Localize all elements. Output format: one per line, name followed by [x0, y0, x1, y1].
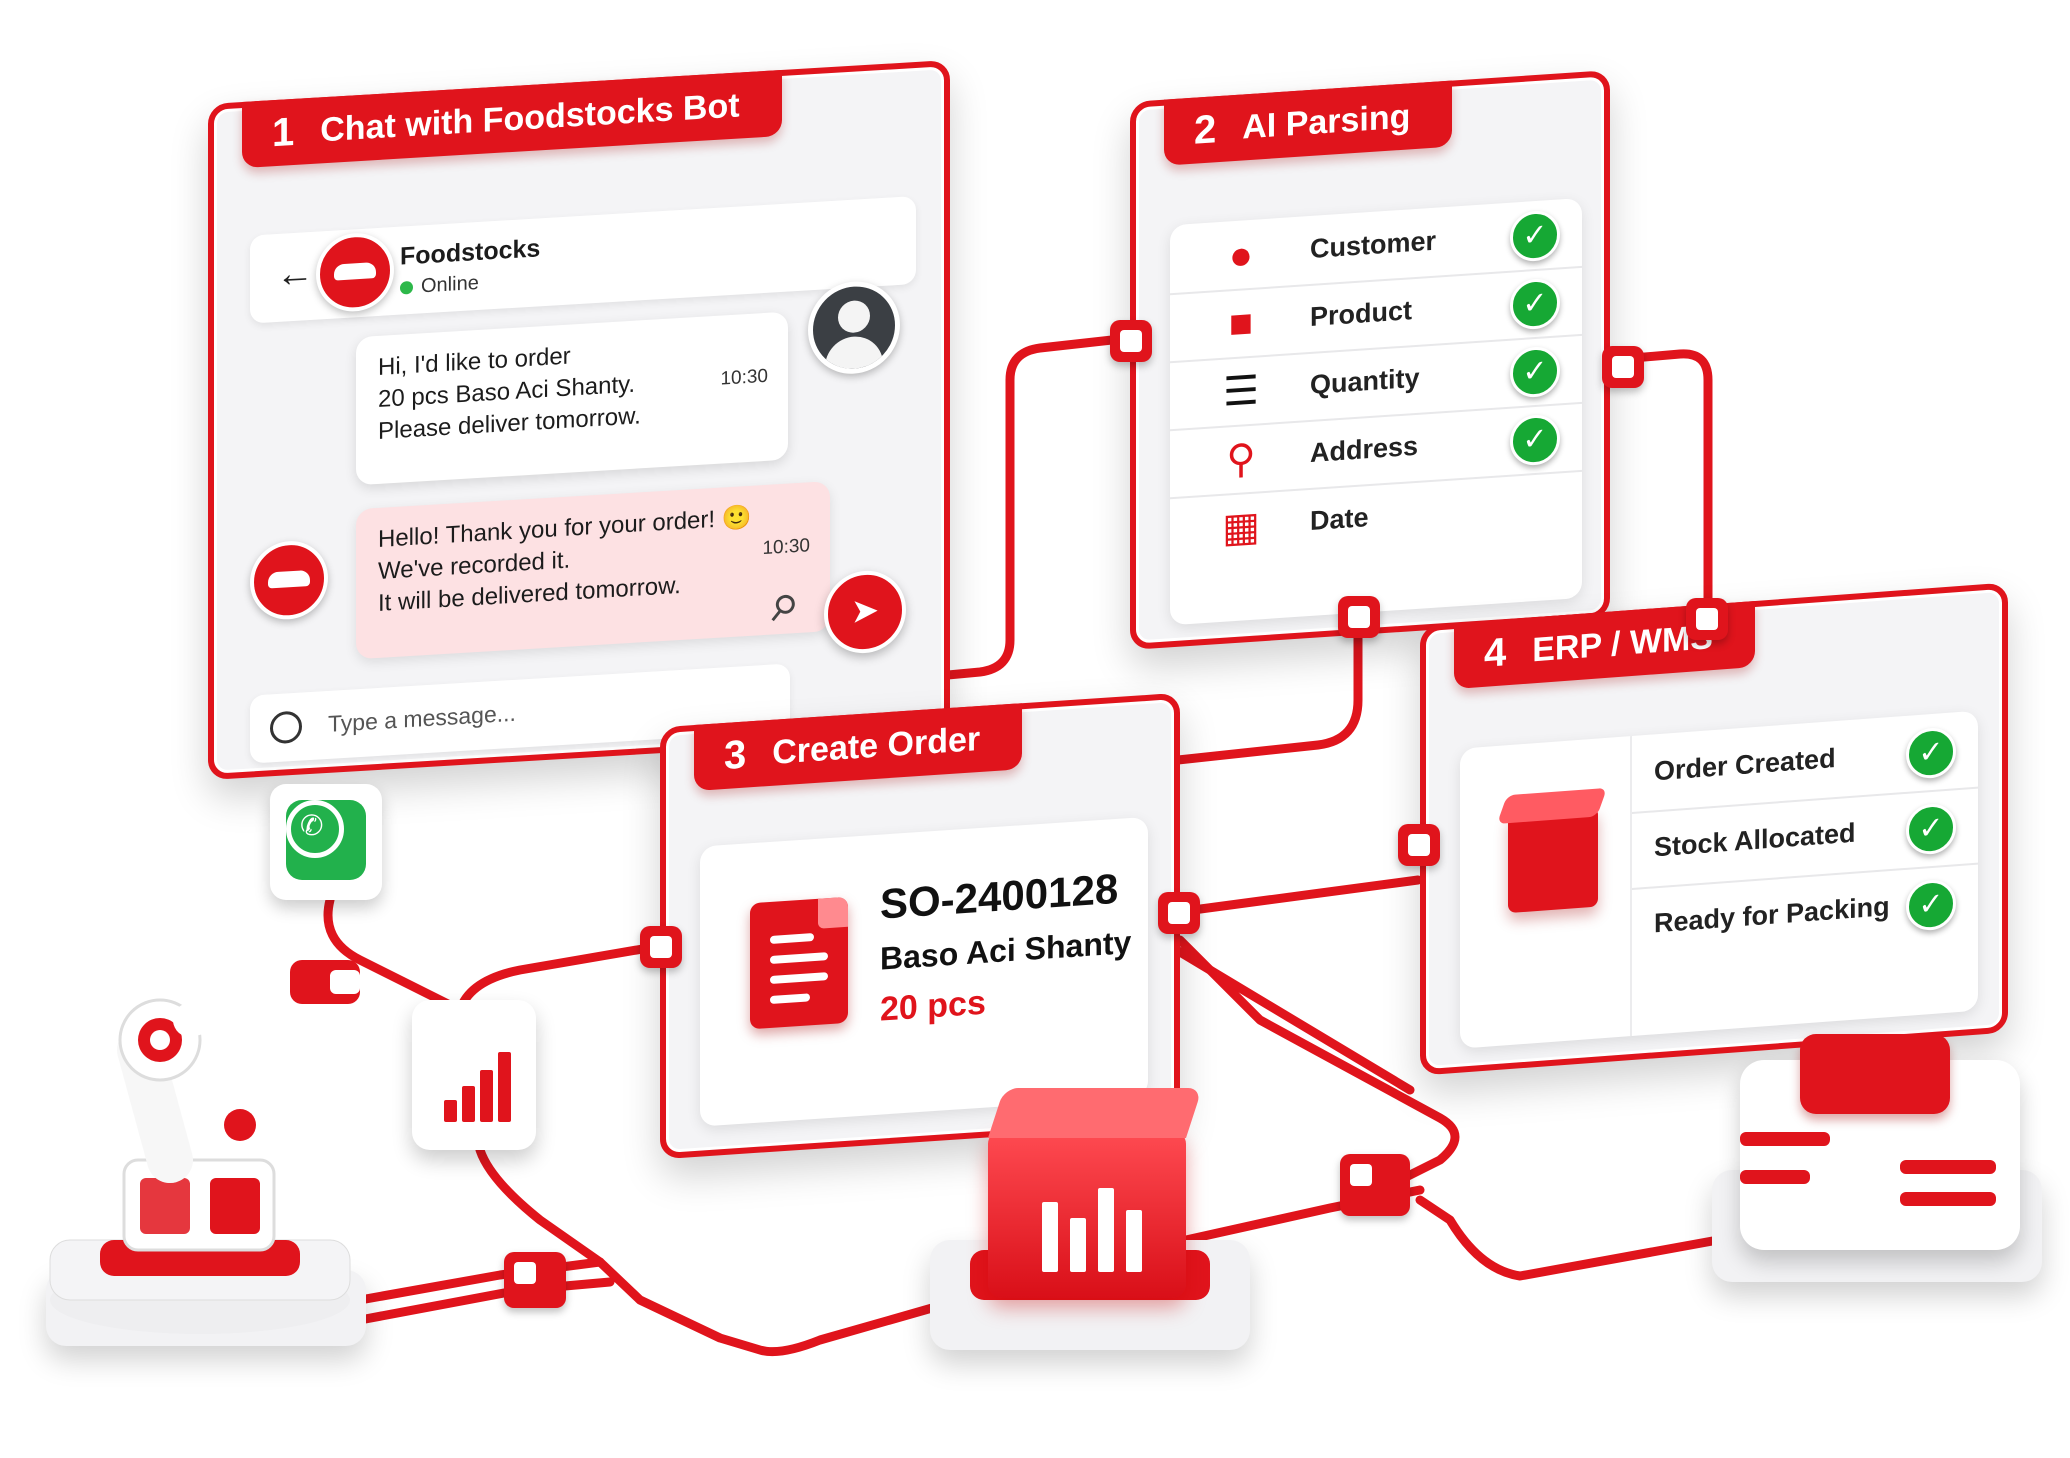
wire-whatsapp-to-order — [323, 895, 665, 1015]
check-icon: ✓ — [1510, 345, 1560, 399]
send-icon[interactable]: ➤ — [824, 568, 906, 656]
wire-stat-to-hub — [475, 1145, 965, 1357]
wire-parsing-to-order — [1173, 603, 1363, 765]
order-quantity: 20 pcs — [880, 983, 986, 1029]
cable-hub — [1340, 1154, 1410, 1216]
order-id: SO-2400128 — [880, 864, 1119, 928]
parsing-panel: 2 AI Parsing ● Customer ✓ ■ Product ✓ ☰ … — [1130, 70, 1610, 650]
erp-label-stock-allocated: Stock Allocated — [1654, 817, 1856, 863]
erp-label-order-created: Order Created — [1654, 743, 1836, 787]
connector-node — [1398, 824, 1440, 866]
data-hub-cube — [988, 1130, 1186, 1298]
parsing-label-date: Date — [1310, 502, 1369, 536]
analytics-tile — [412, 1000, 536, 1150]
warehouse-icon — [1800, 1034, 1950, 1114]
check-icon: ✓ — [1906, 726, 1956, 780]
parsing-label-customer: Customer — [1310, 225, 1437, 264]
whatsapp-tile: ✆ — [270, 784, 382, 900]
check-icon: ✓ — [1906, 802, 1956, 856]
erp-wms-panel: 4 ERP / WMS Order Created ✓ Stock Alloca… — [1420, 582, 2008, 1076]
user-message-bubble: Hi, I'd like to order 20 pcs Baso Aci Sh… — [356, 311, 788, 486]
check-icon: ✓ — [1510, 277, 1560, 331]
erp-status-list: Order Created ✓ Stock Allocated ✓ Ready … — [1460, 710, 1978, 1049]
message-input-placeholder: Type a message... — [328, 699, 516, 737]
wire-node-to-server — [1415, 1195, 1745, 1281]
wire-robot-to-hub-2 — [355, 1277, 615, 1325]
cable-hub — [504, 1252, 566, 1308]
document-icon — [750, 896, 848, 1030]
connector-node — [640, 926, 682, 968]
bot-message-bubble: Hello! Thank you for your order! 🙂 We've… — [356, 481, 830, 660]
box-icon: ■ — [1228, 300, 1254, 347]
wire-chat-to-parsing — [355, 333, 1135, 735]
order-step-number: 3 — [724, 732, 747, 778]
connector-node — [1602, 346, 1644, 388]
parsing-label-product: Product — [1310, 295, 1413, 332]
bar-chart-icon — [1042, 1202, 1058, 1272]
calendar-icon: ▦ — [1222, 504, 1260, 551]
wire-order-to-node — [1175, 935, 1460, 1185]
parsing-label-quantity: Quantity — [1310, 362, 1420, 400]
package-box-icon — [1508, 806, 1598, 914]
location-pin-icon: ⚲ — [1226, 436, 1256, 483]
order-panel-title: Create Order — [772, 719, 981, 772]
wire-robot-to-hub — [355, 1257, 605, 1305]
user-message-time: 10:30 — [720, 365, 768, 390]
connector-node — [1338, 596, 1380, 638]
wire-parsing-to-erp — [1605, 349, 1713, 619]
bot-avatar — [250, 538, 328, 622]
back-arrow-icon[interactable]: ← — [276, 251, 314, 297]
connector-node — [1686, 598, 1728, 640]
check-icon: ✓ — [1510, 413, 1560, 467]
chat-panel-title: Chat with Foodstocks Bot — [320, 85, 740, 149]
parsing-field-list: ● Customer ✓ ■ Product ✓ ☰ Quantity ✓ ⚲ … — [1170, 197, 1582, 626]
list-icon: ☰ — [1223, 368, 1259, 415]
connector-node — [1158, 892, 1200, 934]
robot-arm-icon — [49, 960, 360, 1334]
wire-order-to-erp — [1173, 875, 1423, 917]
chat-panel: 1 Chat with Foodstocks Bot ← Foodstocks … — [208, 59, 950, 781]
contact-name: Foodstocks — [400, 234, 541, 271]
check-icon: ✓ — [1510, 209, 1560, 263]
bar-chart-icon — [444, 1100, 457, 1122]
online-status-label: Online — [421, 271, 479, 298]
order-product: Baso Aci Shanty — [880, 923, 1132, 977]
online-status: Online — [400, 272, 479, 300]
chat-step-number: 1 — [272, 109, 295, 155]
wire-erp-down — [1155, 935, 1415, 1095]
emoji-icon[interactable] — [270, 710, 302, 745]
warehouse-server-icon — [1740, 1034, 2020, 1250]
parsing-label-address: Address — [1310, 430, 1419, 468]
user-avatar — [808, 278, 900, 377]
order-card: SO-2400128 Baso Aci Shanty 20 pcs — [700, 816, 1148, 1127]
foodstocks-avatar — [316, 230, 394, 314]
online-dot-icon — [400, 281, 413, 295]
parsing-step-number: 2 — [1194, 106, 1217, 153]
erp-step-number: 4 — [1484, 629, 1507, 676]
erp-label-ready-for-packing: Ready for Packing — [1654, 891, 1890, 939]
check-icon: ✓ — [1906, 878, 1956, 932]
parsing-panel-title: AI Parsing — [1242, 96, 1411, 146]
person-icon: ● — [1228, 232, 1254, 279]
connector-node — [1110, 320, 1152, 362]
bot-message-time: 10:30 — [762, 535, 810, 560]
